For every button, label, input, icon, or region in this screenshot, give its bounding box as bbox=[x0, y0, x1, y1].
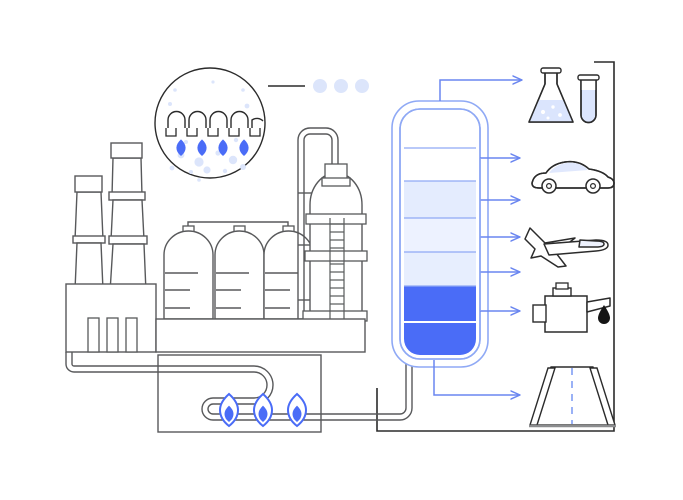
fraction-band bbox=[404, 181, 476, 218]
oil-can-icon bbox=[532, 282, 611, 333]
column-fraction-bands bbox=[404, 113, 476, 355]
fraction-band bbox=[404, 286, 476, 322]
product-panel-frame bbox=[376, 61, 615, 432]
refinery-building bbox=[65, 283, 157, 353]
furnace-heater bbox=[65, 352, 400, 433]
magnifier-burner-slots bbox=[165, 128, 261, 137]
flame-icon bbox=[218, 392, 240, 428]
output-arrow-bottom bbox=[433, 360, 520, 395]
car-icon bbox=[531, 160, 615, 194]
fraction-band bbox=[404, 218, 476, 252]
magnifier-particles bbox=[168, 80, 250, 182]
fraction-band bbox=[404, 252, 476, 286]
magnifier-arch-row bbox=[167, 110, 264, 128]
fractional-distillation-column[interactable] bbox=[391, 100, 489, 368]
furnace-burner-flames bbox=[218, 392, 308, 428]
storage-tank bbox=[163, 230, 314, 320]
output-arrow-top bbox=[439, 80, 522, 101]
airplane-icon bbox=[524, 227, 609, 268]
flame-icon bbox=[252, 392, 274, 428]
crude-oil-inlet bbox=[399, 356, 413, 421]
fraction-band bbox=[404, 113, 476, 148]
burner-detail-magnifier bbox=[154, 67, 369, 182]
magnifier-flame-icons bbox=[176, 139, 249, 156]
flask-and-test-tube-icon bbox=[528, 67, 600, 124]
oil-drop-icon bbox=[598, 305, 610, 324]
road-icon bbox=[529, 366, 616, 428]
column-output-arrows bbox=[433, 80, 522, 395]
fraction-band bbox=[404, 322, 476, 355]
tank-level-marks bbox=[165, 272, 298, 309]
refinery-building-windows bbox=[87, 317, 138, 353]
flame-icon bbox=[286, 392, 308, 428]
plant-base-platform bbox=[155, 318, 366, 353]
storage-tank-group bbox=[163, 221, 314, 320]
fraction-band bbox=[404, 148, 476, 181]
magnifier-callout-dots bbox=[313, 79, 369, 93]
